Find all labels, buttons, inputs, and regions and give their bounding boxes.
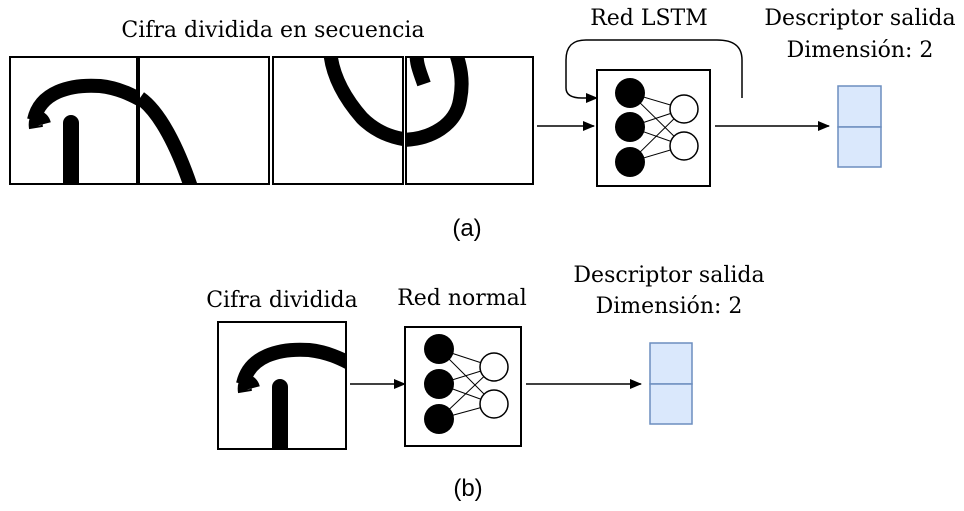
input-neuron (424, 334, 454, 364)
sequence-tile-4 (405, 56, 534, 185)
digit-stroke (63, 123, 79, 184)
normal-network-label: Red normal (397, 286, 527, 311)
input-label-b: Cifra dividida (206, 288, 358, 313)
descriptor-label-b-line1: Descriptor salida (573, 263, 764, 288)
digit-stroke (236, 342, 346, 387)
output-neuron (669, 131, 699, 161)
panel-b: Cifra dividida Red normal (206, 263, 764, 502)
sequence-tile-3 (272, 56, 404, 185)
sequence-tile-1 (9, 56, 138, 185)
lstm-recurrent-loop-arrow (565, 39, 743, 103)
digit-stroke (272, 387, 288, 449)
lstm-network-label: Red LSTM (590, 6, 708, 31)
descriptor-cell (649, 383, 693, 425)
digit-stroke (139, 92, 198, 184)
descriptor-label-a-line1: Descriptor salida (764, 6, 955, 31)
digit-stroke (406, 57, 469, 147)
normal-network-box (404, 326, 522, 447)
input-neuron (615, 112, 645, 142)
output-descriptor-b (649, 342, 693, 425)
digit-tile (217, 321, 347, 450)
lstm-network-box (596, 69, 711, 187)
output-descriptor-a (837, 85, 882, 168)
digit-stroke (409, 57, 431, 87)
digit-stroke (28, 111, 51, 130)
output-neuron (479, 352, 509, 382)
descriptor-cell (837, 126, 882, 168)
input-neuron (615, 147, 645, 177)
descriptor-cell (837, 85, 882, 128)
descriptor-label-b-line2: Dimensión: 2 (596, 294, 743, 319)
digit-stroke (237, 375, 260, 394)
caption-a: (a) (452, 215, 481, 242)
output-neuron (479, 389, 509, 419)
descriptor-label-a-line2: Dimensión: 2 (787, 38, 934, 63)
output-neuron (669, 94, 699, 124)
input-neuron (615, 78, 645, 108)
input-neuron (424, 369, 454, 399)
sequence-tile-2 (138, 56, 270, 185)
digit-stroke (323, 57, 403, 147)
caption-b: (b) (453, 475, 482, 502)
panel-a: Cifra dividida en secuencia (9, 6, 956, 242)
digit-stroke (27, 78, 137, 123)
sequence-label: Cifra dividida en secuencia (121, 18, 424, 43)
input-neuron (424, 404, 454, 434)
descriptor-cell (649, 342, 693, 385)
